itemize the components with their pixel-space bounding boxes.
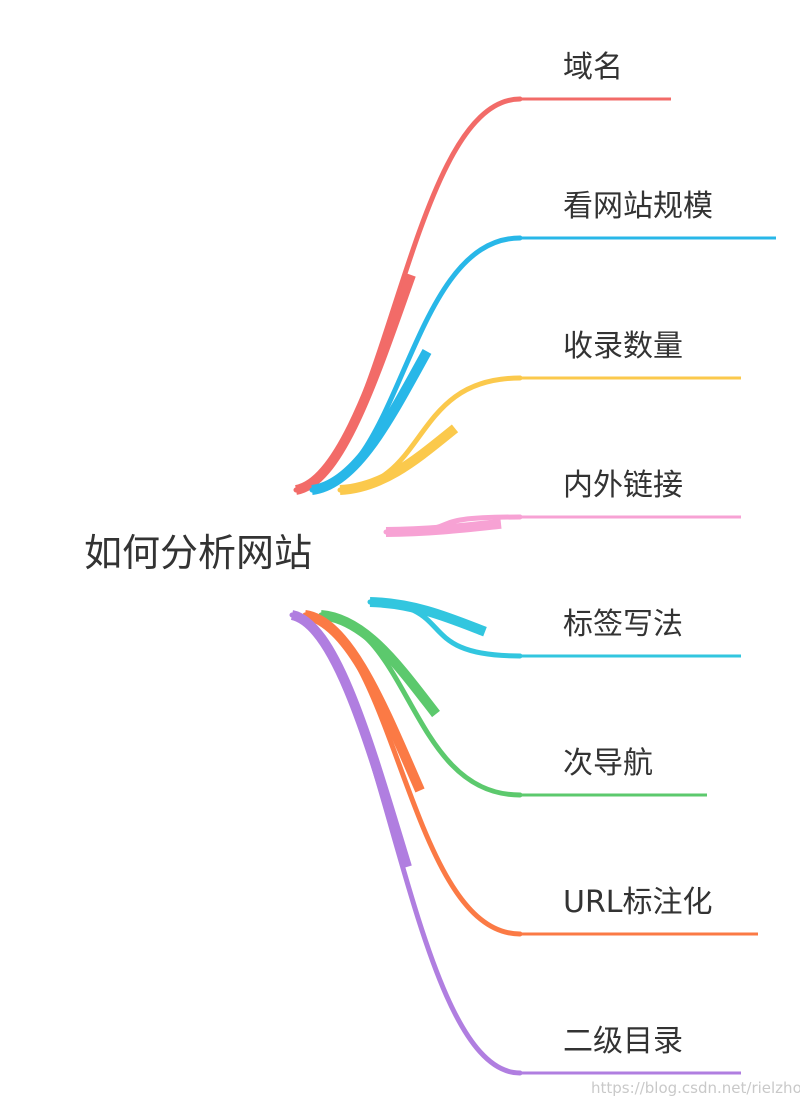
branch-curve-taper bbox=[311, 348, 432, 495]
branch-label: 域名 bbox=[563, 50, 623, 85]
branch-curve-taper bbox=[369, 597, 487, 637]
branch-curve-taper bbox=[320, 610, 440, 718]
branch-label: 看网站规模 bbox=[563, 189, 713, 224]
branch-label: URL标注化 bbox=[563, 885, 713, 920]
watermark-text: https://blog.csdn.net/rielzhou bbox=[591, 1079, 800, 1097]
branch-curve bbox=[367, 599, 523, 659]
branch-label: 标签写法 bbox=[563, 607, 683, 642]
branch-curve-taper bbox=[294, 273, 416, 495]
branch-curve-taper bbox=[290, 610, 412, 869]
branch-label: 内外链接 bbox=[563, 468, 683, 503]
branch-label: 二级目录 bbox=[563, 1024, 683, 1059]
branch-label: 收录数量 bbox=[563, 329, 683, 364]
branch-curve-taper bbox=[385, 518, 502, 537]
branch-curve-taper bbox=[339, 424, 459, 495]
root-node-label: 如何分析网站 bbox=[84, 531, 312, 575]
branch-curve-taper bbox=[303, 610, 425, 793]
branch-label: 次导航 bbox=[563, 746, 653, 781]
